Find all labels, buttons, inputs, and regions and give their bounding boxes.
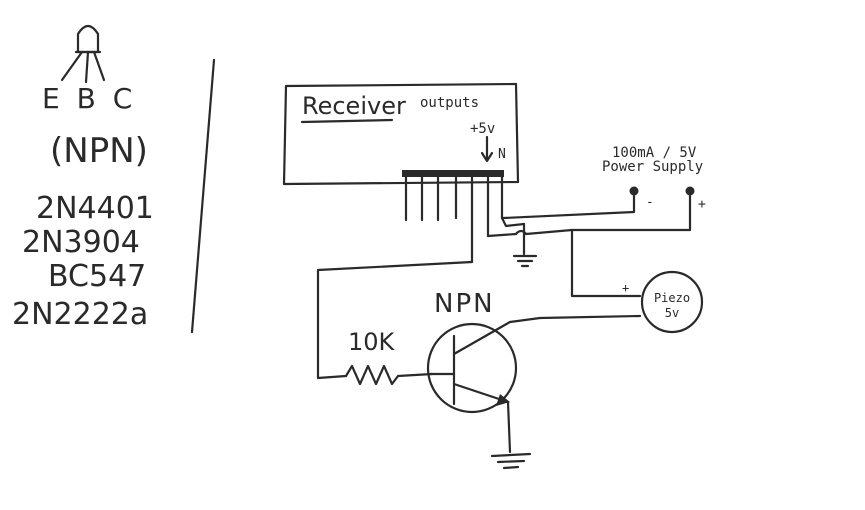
transistor-package-icon	[60, 24, 106, 84]
power-supply-positive-terminal	[685, 186, 695, 196]
npn-transistor: NPN	[426, 289, 642, 470]
transistor-label: NPN	[434, 289, 495, 319]
power-supply-plus-label: +	[698, 197, 706, 212]
power-supply: 100mA / 5V Power Supply - +	[500, 145, 706, 232]
transistor-pinout-legend: E B C (NPN) 2N4401 2N3904 BC547 2N2222a	[12, 24, 154, 332]
resistor-label: 10K	[348, 328, 396, 356]
piezo-buzzer: Piezo 5v +	[622, 270, 704, 334]
divider-line	[190, 58, 216, 334]
part-number: 2N2222a	[12, 297, 148, 332]
power-supply-negative-terminal	[629, 186, 639, 196]
power-supply-name: Power Supply	[602, 159, 703, 175]
receiver-n-label: N	[498, 147, 506, 162]
ground-icon	[512, 254, 538, 268]
piezo-label: Piezo	[654, 291, 690, 305]
piezo-plus-label: +	[622, 281, 629, 295]
power-supply-minus-label: -	[646, 195, 654, 210]
pinout-type-label: (NPN)	[50, 131, 148, 171]
receiver-output-pins	[404, 174, 504, 264]
receiver-outputs-label: outputs	[420, 95, 479, 111]
resistor-icon	[344, 364, 434, 386]
part-number: 2N3904	[22, 225, 140, 260]
part-number: BC547	[48, 259, 146, 294]
receiver-plus-label: +5v	[470, 121, 495, 137]
receiver-module: Receiver outputs +5v N	[282, 82, 520, 264]
receiver-title: Receiver	[302, 92, 406, 120]
pinout-pins-label: E B C	[42, 82, 136, 115]
receiver-wiring	[486, 216, 642, 298]
part-number: 2N4401	[36, 191, 154, 226]
emitter-arrow-icon	[496, 394, 510, 406]
piezo-voltage-label: 5v	[665, 306, 679, 320]
arrow-down-icon	[480, 135, 494, 163]
receiver-header-strip	[402, 170, 504, 177]
signal-wiring: 10K	[316, 260, 474, 386]
ground-icon	[490, 452, 532, 470]
power-supply-rating: 100mA / 5V	[612, 145, 697, 161]
